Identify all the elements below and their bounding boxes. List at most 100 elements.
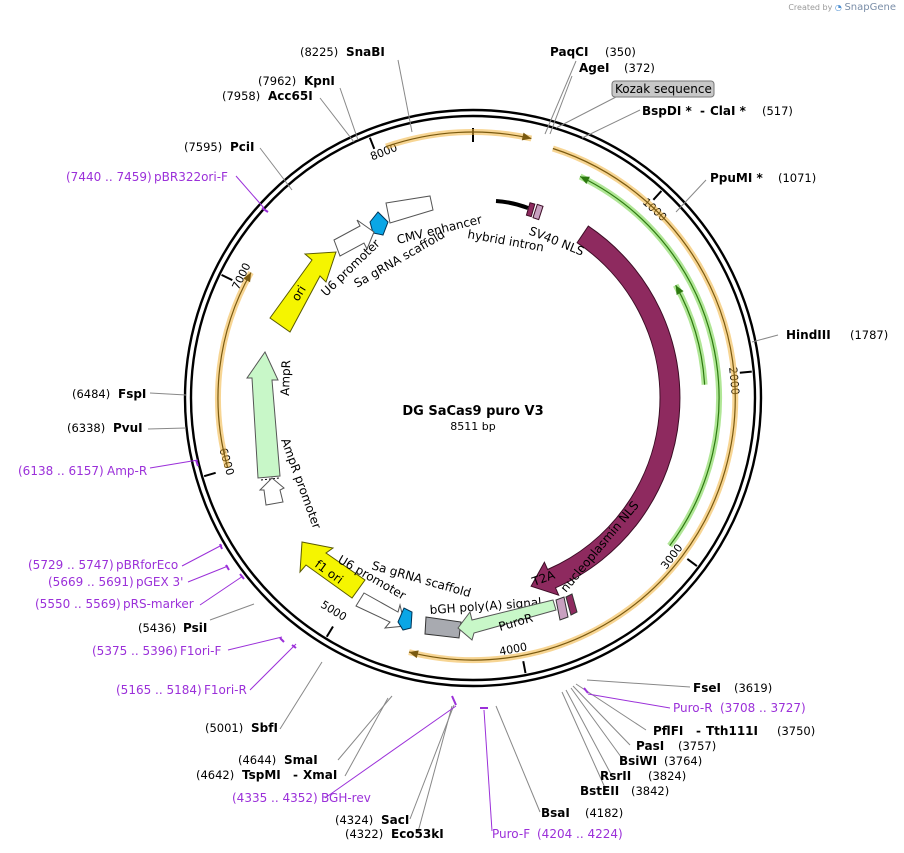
ampr-promoter-label: AmpR promoter <box>278 436 324 530</box>
site-tspmi[interactable]: TspMI <box>242 768 281 782</box>
site-pvui[interactable]: PvuI <box>113 421 143 435</box>
primer-bgh-rev[interactable]: BGH-rev <box>321 791 371 805</box>
cmv-enhancer-feature[interactable] <box>385 195 434 224</box>
ori-feature-arrow[interactable] <box>269 251 337 333</box>
primer-puro-r-range: (3708 .. 3727) <box>720 701 806 715</box>
site-pasi[interactable]: PasI <box>636 739 664 753</box>
kozak-badge[interactable]: Kozak sequence <box>611 80 715 98</box>
primer-f1ori-r-range: (5165 .. 5184) <box>116 683 202 697</box>
site-eco53ki[interactable]: Eco53kI <box>391 827 444 841</box>
snapgene-logo-icon: ◔ <box>834 3 842 12</box>
site-psii[interactable]: PsiI <box>183 621 207 635</box>
leader-lines <box>147 59 779 833</box>
site-sbfi[interactable]: SbfI <box>251 721 278 735</box>
site-bspdi[interactable]: BspDI * <box>642 104 692 118</box>
u6-promoter-top-feature[interactable] <box>333 219 375 257</box>
orf-arrowhead <box>409 650 419 659</box>
site-bsteii[interactable]: BstEII <box>580 784 619 798</box>
orf-arc-right-line <box>408 147 736 661</box>
snapgene-credit: Created by ◔ SnapGene <box>788 2 896 13</box>
tick-mark-8000 <box>368 137 376 150</box>
site-rsrii-pos: (3824) <box>648 769 686 783</box>
site-pflfi[interactable]: PflFI <box>653 724 683 738</box>
primer-pgex3[interactable]: pGEX 3' <box>136 575 183 589</box>
scaffold-bottom-feature[interactable] <box>397 607 413 631</box>
site-agei[interactable]: AgeI <box>579 61 609 75</box>
site-paqci[interactable]: PaqCI <box>550 45 588 59</box>
site-hindiii-pos: (1787) <box>850 328 888 342</box>
nucleoplasmin-nls-label: nucleoplasmin NLS <box>558 498 642 594</box>
primer-labels: (7440 .. 7459) pBR322ori-F (6138 .. 6157… <box>18 170 806 841</box>
primer-pbrforeco-range: (5729 .. 5747) <box>28 558 114 572</box>
site-bsiwi-pos: (3764) <box>664 754 702 768</box>
ampr-dotted-divider <box>260 477 280 481</box>
tick-mark-6000 <box>203 471 216 478</box>
primer-f1ori-f[interactable]: F1ori-F <box>180 644 221 658</box>
site-kpni[interactable]: KpnI <box>304 74 335 88</box>
tick-mark-2000 <box>739 370 752 374</box>
site-snabi[interactable]: SnaBI <box>346 45 385 59</box>
t2a-feature-box[interactable] <box>555 596 569 621</box>
site-bsai[interactable]: BsaI <box>541 806 570 820</box>
site-bsai-pos: (4182) <box>585 806 623 820</box>
site-psii-pos: (5436) <box>138 621 176 635</box>
primer-puro-f[interactable]: Puro-F <box>492 827 530 841</box>
site-tth111i[interactable]: Tth111I <box>706 724 758 738</box>
puror-feature-arrow[interactable] <box>457 599 557 641</box>
f1-ori-feature-arrow[interactable] <box>299 541 366 599</box>
orf-arrowhead <box>580 176 590 184</box>
site-hindiii[interactable]: HindIII <box>786 328 831 342</box>
tick-label-5000: 5000 <box>318 598 349 624</box>
site-xmai[interactable]: XmaI <box>303 768 337 782</box>
site-pcii[interactable]: PciI <box>230 140 255 154</box>
primer-prs-marker[interactable]: pRS-marker <box>123 597 194 611</box>
credit-brand: SnapGene <box>844 2 896 13</box>
primer-pgex3-range: (5669 .. 5691) <box>48 575 134 589</box>
site-fspi[interactable]: FspI <box>118 387 146 401</box>
site-acc65i[interactable]: Acc65I <box>268 89 313 103</box>
orf-arrowhead <box>675 285 684 295</box>
primer-pbr322ori-f[interactable]: pBR322ori-F <box>154 170 228 184</box>
site-fsei[interactable]: FseI <box>693 681 721 695</box>
kozak-label: Kozak sequence <box>615 82 712 96</box>
primer-pbr322ori-f-range: (7440 .. 7459) <box>66 170 152 184</box>
site-smai-pos: (4644) <box>238 753 276 767</box>
orf-arc-green-outer-line <box>579 175 720 547</box>
site-ppumi[interactable]: PpuMI * <box>710 171 764 185</box>
sacas9-feature-arc[interactable] <box>530 225 681 597</box>
primer-puro-r[interactable]: Puro-R <box>673 701 713 715</box>
site-bsiwi[interactable]: BsiWI <box>619 754 657 768</box>
site-pvui-pos: (6338) <box>67 421 105 435</box>
plasmid-length: 8511 bp <box>450 420 495 433</box>
site-bspdi-pos: (517) <box>762 104 793 118</box>
hybrid-intron-feature[interactable] <box>495 199 529 210</box>
backbone-inner-circle <box>189 114 757 682</box>
nucleoplasmin-nls-box[interactable] <box>565 593 578 616</box>
orf-arc-left <box>215 271 254 469</box>
primer-amp-r[interactable]: Amp-R <box>107 464 147 478</box>
site-eco53ki-pos: (4322) <box>345 827 383 841</box>
orf-arrowhead <box>243 272 251 283</box>
site-rsrii[interactable]: RsrII <box>600 769 631 783</box>
orf-arc-left-line <box>217 272 252 468</box>
site-xmai-prefix: - <box>293 768 298 782</box>
site-clai-prefix: - <box>700 104 705 118</box>
site-tth111i-prefix: - <box>696 724 701 738</box>
site-saci[interactable]: SacI <box>381 813 409 827</box>
tick-mark-5000 <box>325 626 334 638</box>
kozak-marker <box>525 202 536 218</box>
bgh-polya-feature-box[interactable] <box>424 616 462 639</box>
ampr-promoter-arrow[interactable] <box>258 477 285 506</box>
orf-arcs <box>215 129 739 664</box>
credit-prefix: Created by <box>788 3 833 12</box>
primer-pbrforeco[interactable]: pBRforEco <box>116 558 178 572</box>
site-paqci-pos: (350) <box>605 45 636 59</box>
ampr-feature-arrow[interactable] <box>246 350 281 479</box>
site-sbfi-pos: (5001) <box>205 721 243 735</box>
tick-mark-3000 <box>686 558 698 567</box>
site-smai[interactable]: SmaI <box>284 753 318 767</box>
orf-arrowhead <box>521 132 532 141</box>
site-agei-pos: (372) <box>624 61 655 75</box>
site-clai[interactable]: ClaI * <box>710 104 747 118</box>
primer-f1ori-r[interactable]: F1ori-R <box>204 683 247 697</box>
